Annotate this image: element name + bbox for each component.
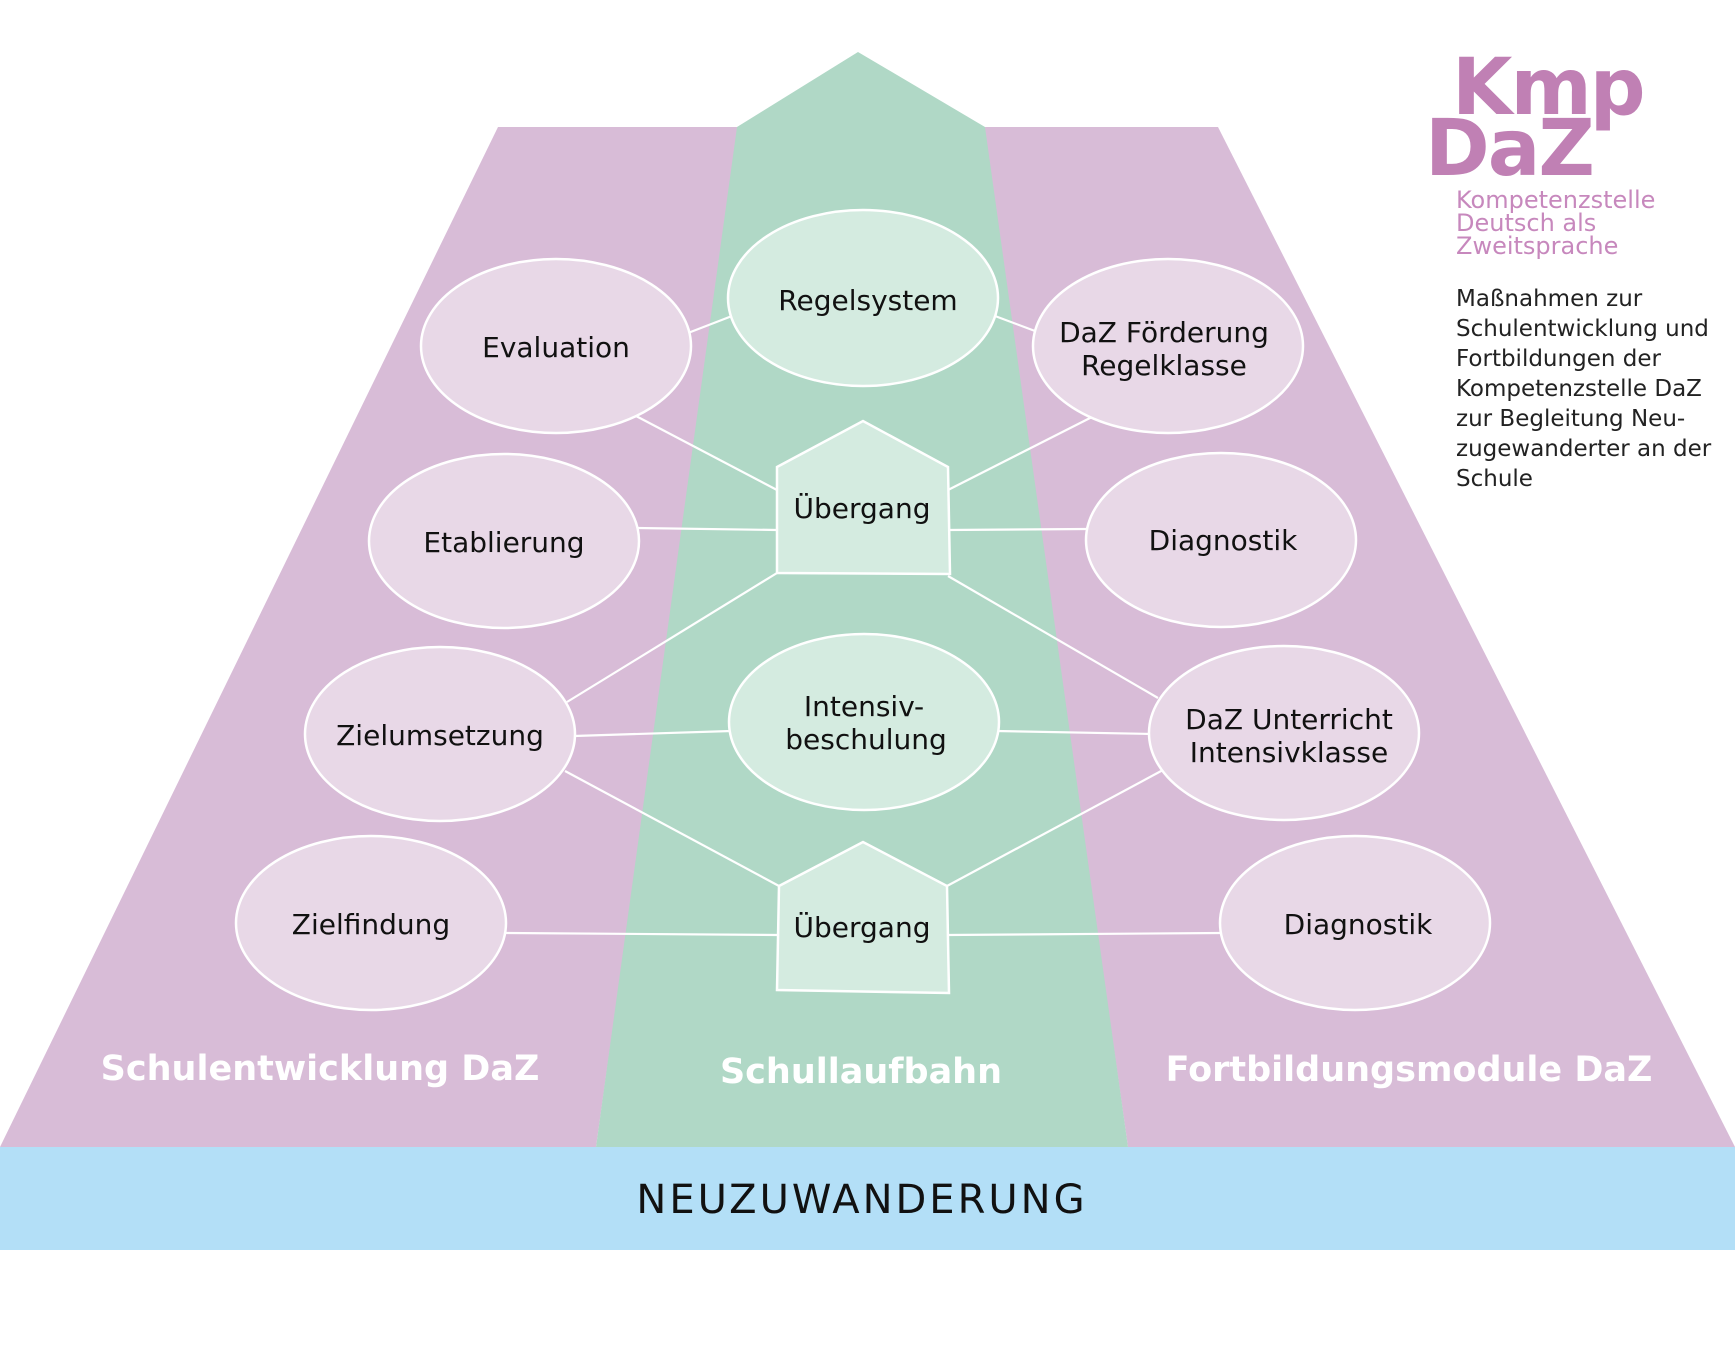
description-line-2: Schulentwicklung und bbox=[1456, 316, 1709, 342]
node-daz-unterricht bbox=[1147, 644, 1421, 822]
column-label-left: Schulentwicklung DaZ bbox=[101, 1049, 540, 1089]
label-diagnostik-bottom: Diagnostik bbox=[1284, 908, 1433, 941]
node-daz-foerderung bbox=[1031, 257, 1305, 435]
label-daz-unterricht-1: DaZ Unterricht bbox=[1185, 703, 1393, 736]
label-uebergang-bottom: Übergang bbox=[794, 910, 931, 944]
description-line-4: Kompetenzstelle DaZ bbox=[1456, 376, 1702, 402]
label-zielfindung: Zielfindung bbox=[292, 908, 450, 941]
node-etablierung bbox=[367, 452, 641, 630]
logo-sub-2: Deutsch als bbox=[1456, 209, 1596, 237]
node-diagnostik-bottom bbox=[1218, 834, 1492, 1012]
logo-line-daz: DaZ bbox=[1425, 104, 1593, 194]
label-etablierung: Etablierung bbox=[423, 526, 584, 559]
description-line-5: zur Begleitung Neu- bbox=[1456, 406, 1685, 432]
node-evaluation bbox=[419, 257, 693, 435]
description-text: Maßnahmen zur Schulentwicklung und Fortb… bbox=[1456, 286, 1712, 492]
node-regelsystem bbox=[726, 208, 1000, 388]
label-regelsystem: Regelsystem bbox=[778, 284, 957, 317]
node-diagnostik-top bbox=[1084, 451, 1358, 629]
connector-lines bbox=[504, 314, 1222, 937]
label-zielumsetzung: Zielumsetzung bbox=[336, 719, 544, 752]
base-label: NEUZUWANDERUNG bbox=[636, 1177, 1087, 1223]
description-line-7: Schule bbox=[1456, 466, 1533, 492]
node-uebergang-top bbox=[775, 419, 952, 576]
description-line-1: Maßnahmen zur bbox=[1456, 286, 1643, 312]
base-bar bbox=[0, 1147, 1735, 1250]
description-line-6: zugewanderter an der bbox=[1456, 436, 1712, 462]
node-zielumsetzung bbox=[303, 645, 577, 823]
label-uebergang-top: Übergang bbox=[794, 491, 931, 525]
label-daz-foerderung-1: DaZ Förderung bbox=[1059, 316, 1269, 349]
column-label-center: Schullaufbahn bbox=[720, 1052, 1002, 1092]
label-intensivbeschulung-1: Intensiv- bbox=[804, 690, 924, 723]
description-line-3: Fortbildungen der bbox=[1456, 346, 1661, 372]
label-intensivbeschulung-2: beschulung bbox=[785, 723, 947, 756]
label-daz-foerderung-2: Regelklasse bbox=[1081, 349, 1247, 382]
node-uebergang-bottom bbox=[775, 840, 951, 995]
node-intensivbeschulung bbox=[727, 632, 1001, 812]
node-zielfindung bbox=[234, 834, 508, 1012]
label-daz-unterricht-2: Intensivklasse bbox=[1190, 736, 1388, 769]
logo-line-kmp: Kmp bbox=[1452, 43, 1644, 133]
logo-sub-3: Zweitsprache bbox=[1456, 232, 1618, 260]
center-arrow-band bbox=[596, 52, 1128, 1147]
kmp-daz-logo: Kmp DaZ Kompetenzstelle Deutsch als Zwei… bbox=[1425, 43, 1655, 260]
label-evaluation: Evaluation bbox=[482, 331, 630, 364]
label-diagnostik-top: Diagnostik bbox=[1149, 524, 1298, 557]
column-label-right: Fortbildungsmodule DaZ bbox=[1166, 1050, 1653, 1090]
logo-sub-1: Kompetenzstelle bbox=[1456, 186, 1655, 214]
